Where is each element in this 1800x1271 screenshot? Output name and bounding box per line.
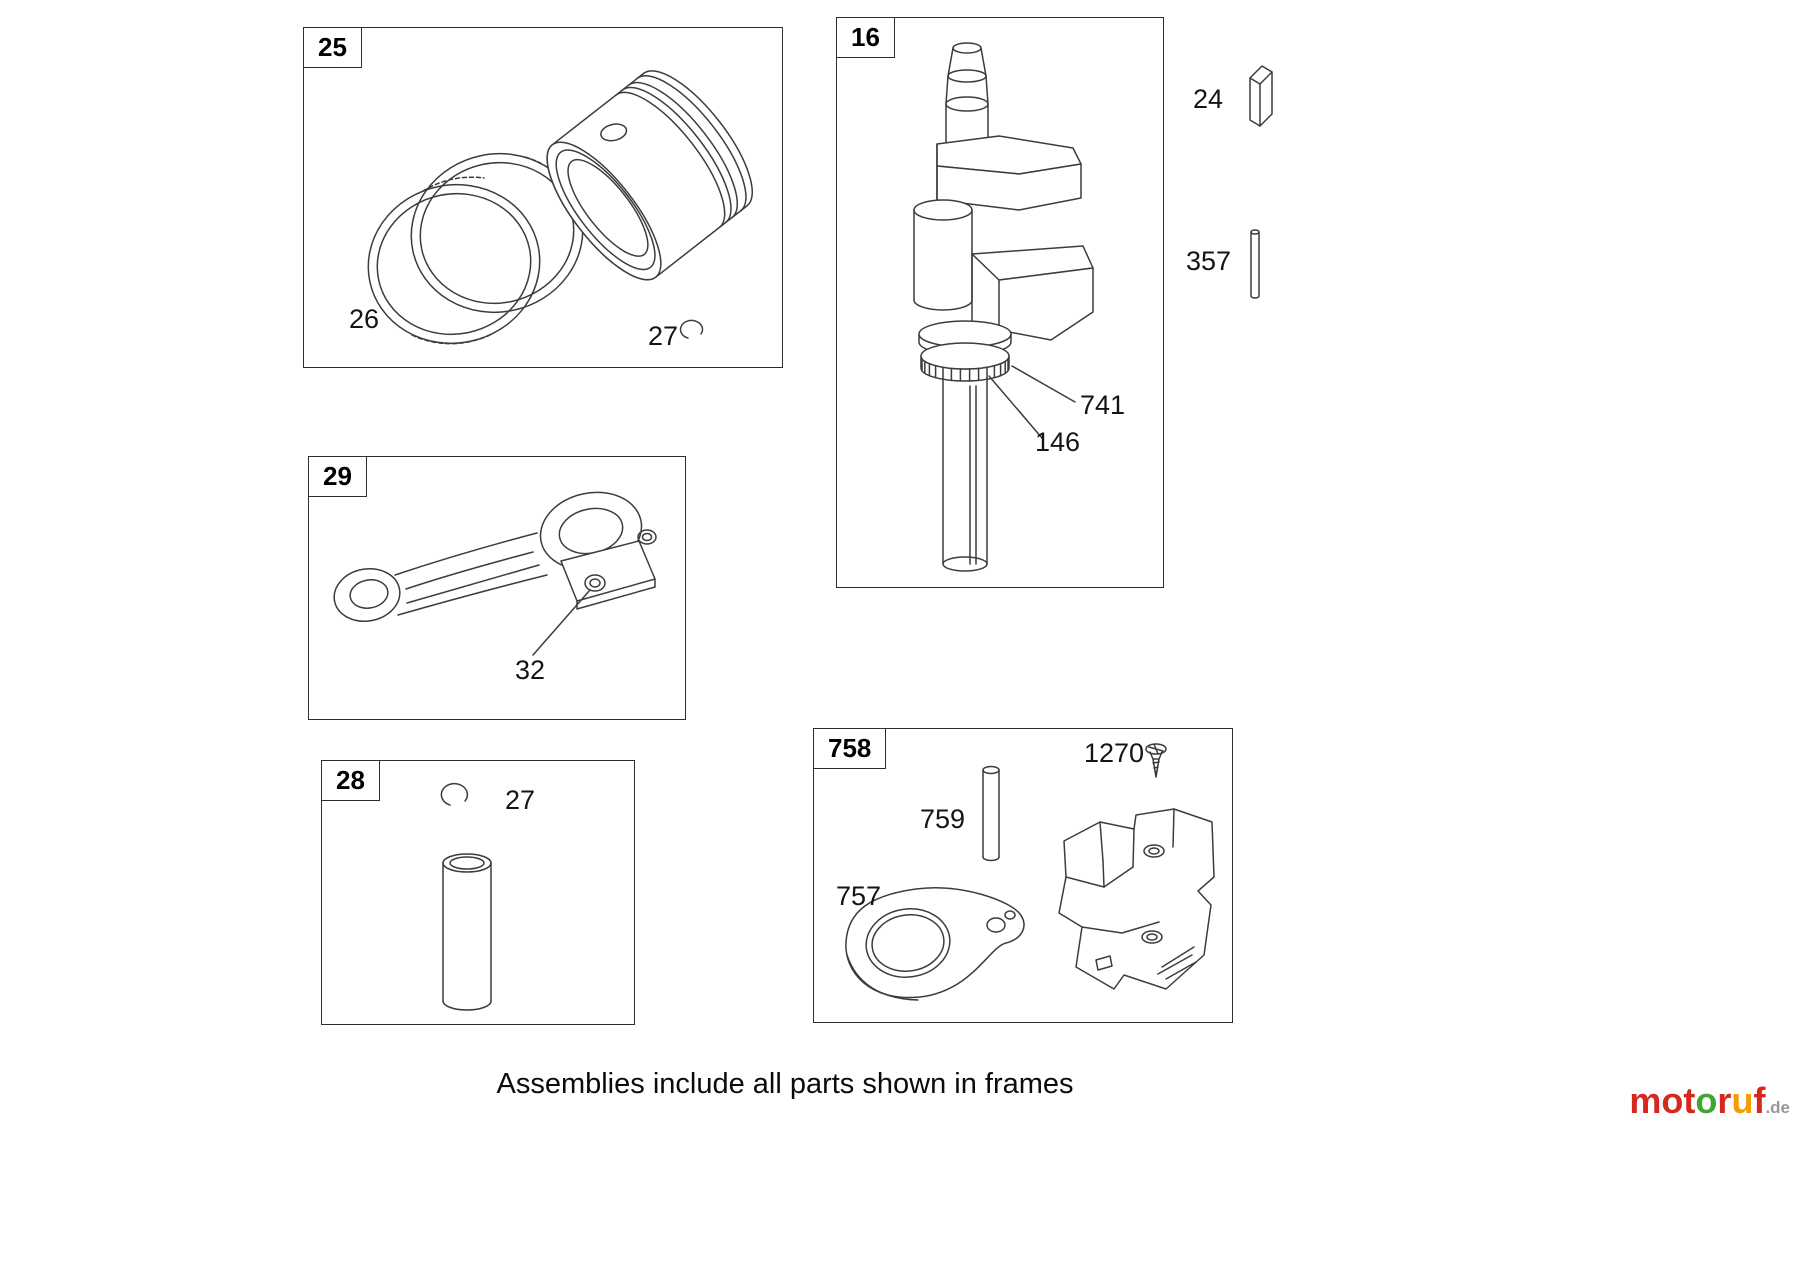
- governor-frame-canvas: 1270 759 757: [836, 738, 1215, 1001]
- gear-label: 741: [1080, 390, 1125, 420]
- frame-governor: 1270 759 757 758: [813, 728, 1233, 1023]
- crankshaft-frame-canvas: 741 146: [913, 42, 1125, 572]
- governor-screw-drawing: [1145, 743, 1167, 778]
- frame-connecting-rod-number: 29: [309, 457, 367, 497]
- dowel-pin-drawing: [1250, 229, 1260, 299]
- site-logo[interactable]: motoruf.de: [1629, 1080, 1790, 1122]
- logo-tld: .de: [1765, 1098, 1790, 1117]
- governor-bracket-drawing: [1058, 808, 1215, 990]
- key-label: 24: [1193, 84, 1224, 114]
- frame-crankshaft: 741 146 16: [836, 17, 1164, 588]
- retaining-ring-drawing: [440, 782, 469, 806]
- piston-pin-frame-canvas: 27: [440, 782, 535, 1011]
- logo-seg-3: r: [1717, 1080, 1732, 1121]
- frame-piston-pin-number: 28: [322, 761, 380, 801]
- frame-crankshaft-number: 16: [837, 18, 895, 58]
- piston-drawing: [546, 70, 754, 281]
- frame-piston-pin: 27 28: [321, 760, 635, 1025]
- piston-clip-label: 27: [648, 321, 678, 351]
- crankshaft-leader-lines: [988, 365, 1076, 439]
- governor-shaft-label: 759: [920, 804, 965, 834]
- piston-clip-drawing: [679, 319, 704, 339]
- assemblies-caption: Assemblies include all parts shown in fr…: [496, 1068, 1074, 1100]
- square-key-drawing: [1249, 65, 1273, 127]
- governor-plate-label: 757: [836, 881, 881, 911]
- logo-seg-5: f: [1753, 1080, 1766, 1121]
- logo-seg-2: o: [1695, 1080, 1718, 1121]
- rod-bolt-label: 32: [515, 655, 545, 685]
- governor-plate-drawing: [845, 887, 1025, 1001]
- logo-seg-1: mot: [1629, 1080, 1696, 1121]
- piston-pin-drawing: [442, 853, 492, 1011]
- ring-set-label: 26: [349, 304, 379, 334]
- pin-clip-label: 27: [505, 785, 535, 815]
- piston-frame-canvas: 26 27: [349, 70, 754, 351]
- connecting-rod-frame-canvas: 32: [333, 491, 657, 685]
- dowel-pin-label: 357: [1186, 246, 1232, 276]
- frame-piston-number: 25: [304, 28, 362, 68]
- connecting-rod-drawing: [333, 491, 657, 622]
- washer-label: 146: [1035, 427, 1080, 457]
- rod-bolt-leader-line: [532, 589, 591, 656]
- logo-seg-4: u: [1731, 1080, 1754, 1121]
- crankshaft-drawing: [913, 42, 1094, 572]
- frame-governor-number: 758: [814, 729, 887, 769]
- governor-screw-label: 1270: [1084, 738, 1144, 768]
- frame-connecting-rod: 32 29: [308, 456, 686, 720]
- frame-piston: 26 27 25: [303, 27, 783, 368]
- governor-shaft-drawing: [982, 765, 1000, 862]
